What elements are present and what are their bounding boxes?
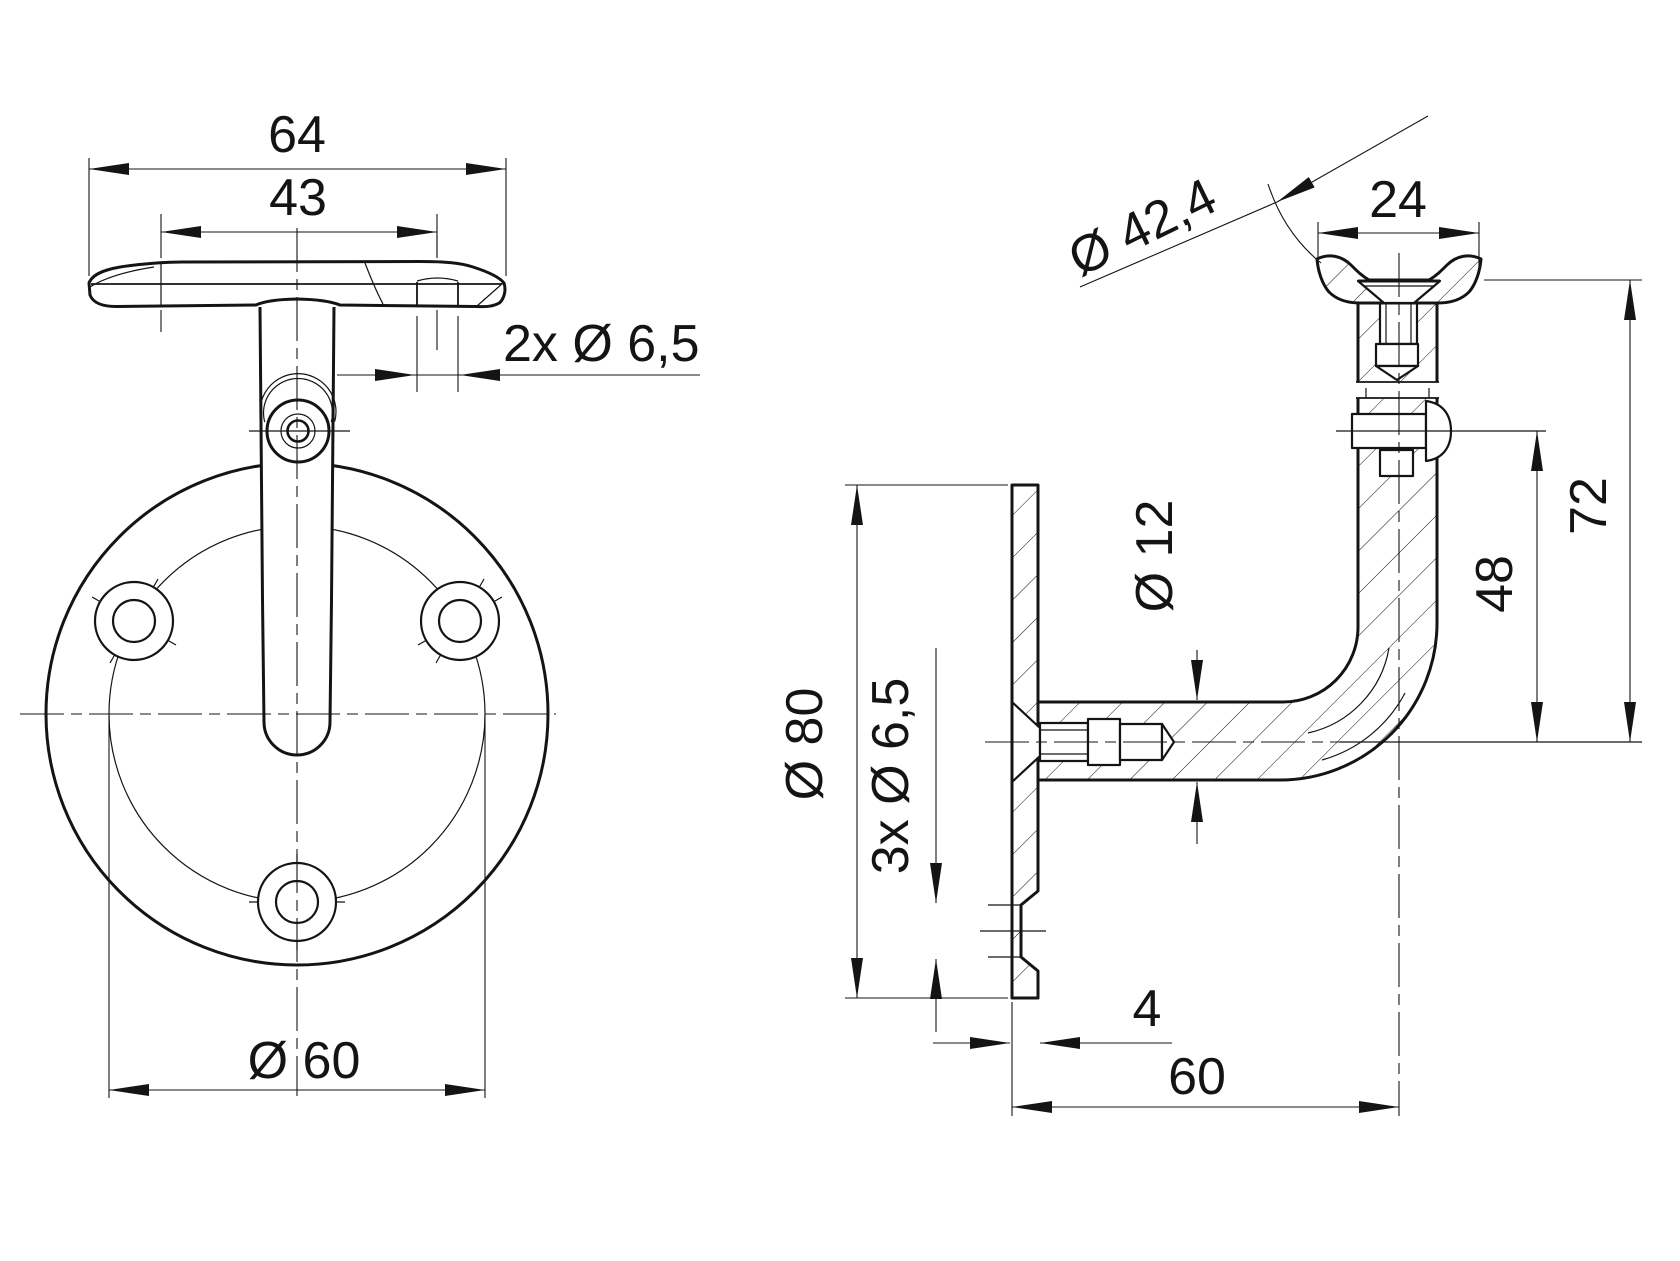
- dim-label-wall-holes: 3x Ø 6,5: [862, 678, 920, 875]
- dim-label-hole-spacing: 43: [269, 169, 327, 227]
- saddle-section: [1315, 254, 1483, 305]
- side-view: Ø 42,4 24 72 48 Ø 12: [776, 115, 1642, 1116]
- dim-label-handrail-diameter: Ø 42,4: [1060, 167, 1226, 288]
- saddle-screw: [1374, 298, 1420, 382]
- dim-label-arm-diameter: Ø 12: [1126, 500, 1184, 613]
- pivot-joint: [1336, 381, 1546, 478]
- dim-arm-diameter: Ø 12: [1126, 500, 1203, 844]
- dim-wall-holes: 3x Ø 6,5: [862, 648, 942, 1032]
- screw-hole-upper-left: [91, 578, 177, 664]
- dim-hole-spacing: 43: [160, 169, 438, 350]
- dim-label-projection: 60: [1168, 1048, 1226, 1106]
- pivot-knob: [249, 373, 350, 464]
- dim-label-saddle-holes: 2x Ø 6,5: [503, 315, 700, 373]
- dim-label-saddle-depth: 24: [1369, 171, 1427, 229]
- screw-hole-upper-right: [417, 578, 503, 664]
- wall-hole-marks: [980, 904, 1046, 958]
- dim-plate-diameter: Ø 80: [776, 484, 1008, 999]
- dim-label-plate-thickness: 4: [1133, 980, 1162, 1038]
- dim-label-bolt-circle: Ø 60: [248, 1032, 361, 1090]
- dim-label-plate-diameter: Ø 80: [776, 688, 834, 801]
- dim-label-total-height-text: 72: [1560, 477, 1618, 535]
- arm-flow-line-1: [1307, 647, 1390, 734]
- dim-projection: 60: [1011, 1002, 1399, 1116]
- dim-saddle-width: 64: [88, 106, 507, 276]
- dim-total-height: [1484, 279, 1642, 742]
- dim-saddle-depth: 24: [1317, 171, 1480, 272]
- dim-label-pivot-height: 48: [1466, 555, 1524, 613]
- dim-saddle-holes: 2x Ø 6,5: [337, 315, 700, 392]
- front-view: 64 43 2x Ø 6,5 Ø 60: [20, 106, 700, 1098]
- bracket-arm-section: [1036, 301, 1439, 782]
- dim-bolt-circle: Ø 60: [108, 716, 486, 1098]
- dim-pivot-height: 48: [1466, 431, 1543, 742]
- dim-label-saddle-width: 64: [268, 106, 326, 164]
- dim-plate-thickness: 4: [933, 980, 1172, 1049]
